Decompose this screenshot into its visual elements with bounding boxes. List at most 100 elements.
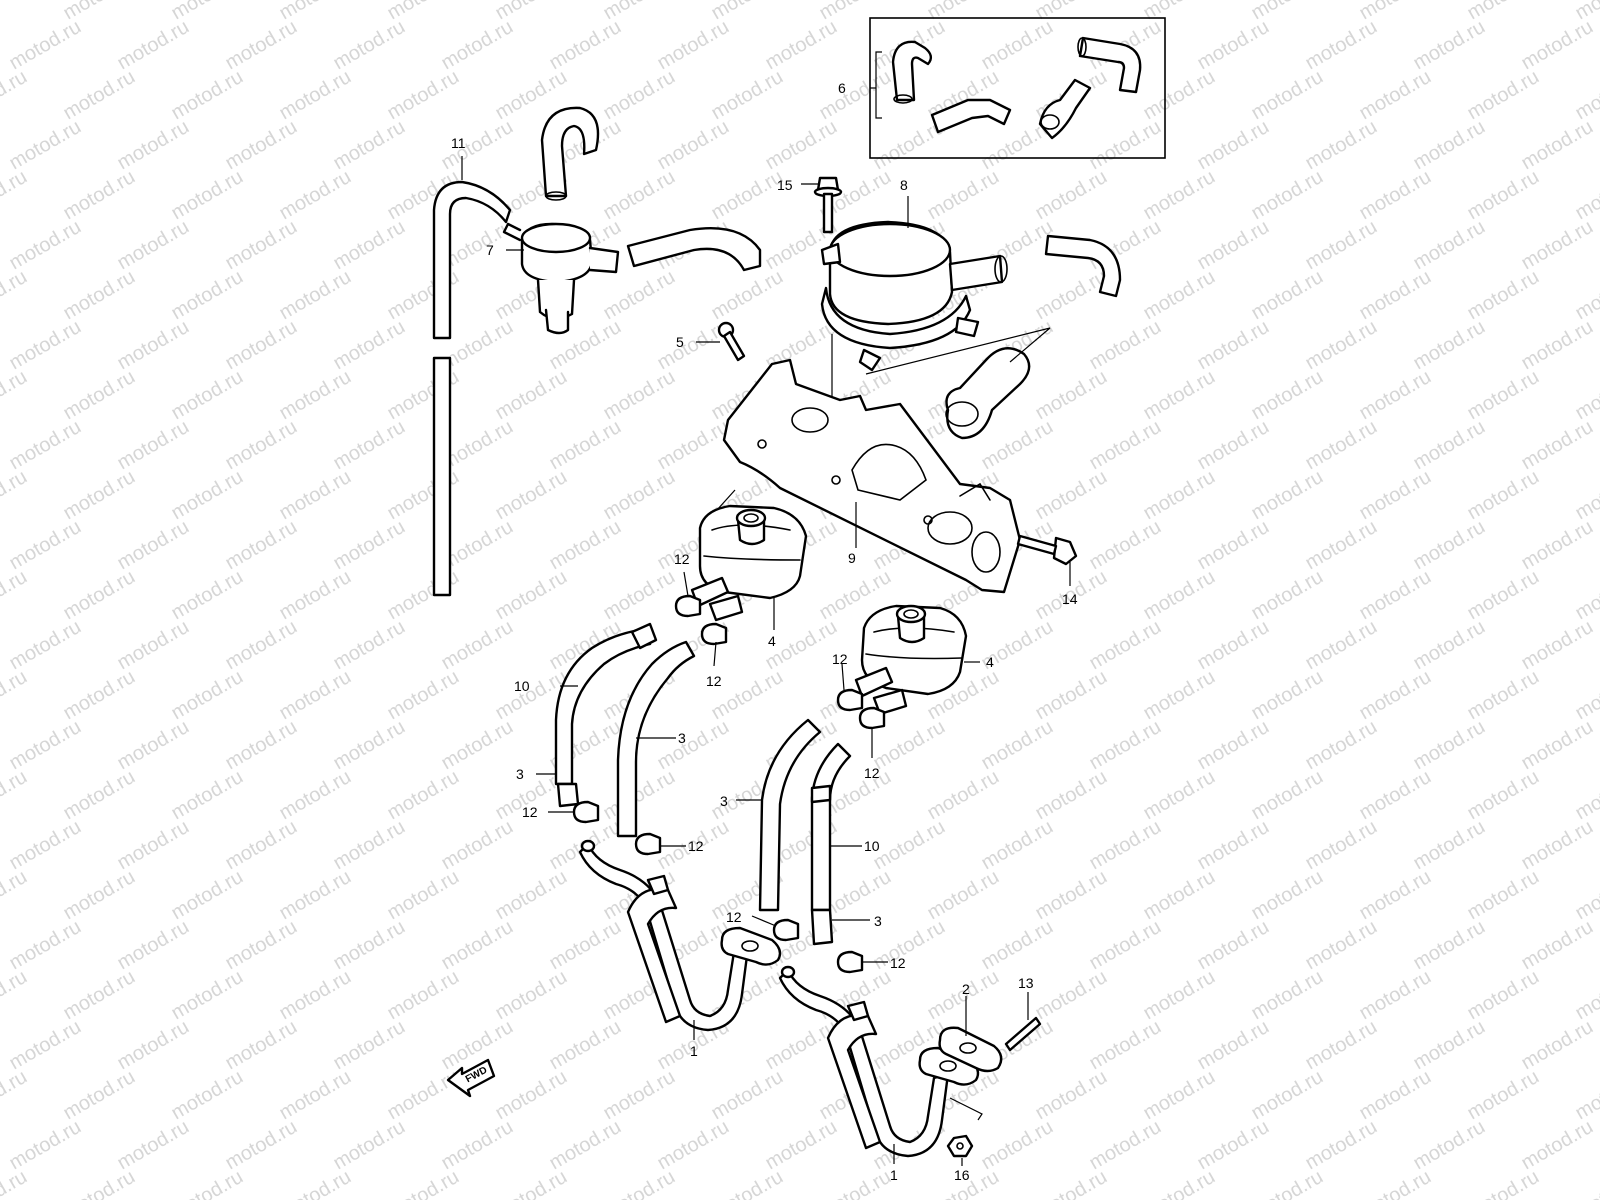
watermark-text: motod.ru [1410,816,1489,875]
watermark-text: motod.ru [6,816,85,875]
watermark-text: motod.ru [708,166,787,225]
watermark-text: motod.ru [546,516,625,575]
watermark-text: motod.ru [492,1166,571,1200]
watermark-text: motod.ru [1140,666,1219,725]
watermark-text: motod.ru [276,266,355,325]
watermark-text: motod.ru [1518,516,1597,575]
watermark-text: motod.ru [60,266,139,325]
watermark-text: motod.ru [222,516,301,575]
bolt-5 [717,321,746,362]
watermark-text: motod.ru [276,566,355,625]
callout-12-b: 12 [706,673,722,689]
callout-16: 16 [954,1167,970,1183]
watermark-text: motod.ru [276,66,355,125]
watermark-text: motod.ru [438,116,517,175]
watermark-text: motod.ru [114,516,193,575]
callout-4-a: 4 [768,633,776,649]
watermark-text: motod.ru [1140,166,1219,225]
watermark-text: motod.ru [0,666,31,725]
watermark-text: motod.ru [222,16,301,75]
watermark-text: motod.ru [492,866,571,925]
watermark-text: motod.ru [330,816,409,875]
watermark-text: motod.ru [114,216,193,275]
watermark-text: motod.ru [6,1116,85,1175]
watermark-text: motod.ru [222,216,301,275]
watermark-text: motod.ru [1248,1066,1327,1125]
callout-7: 7 [486,242,494,258]
watermark-text: motod.ru [6,316,85,375]
watermark-text: motod.ru [1140,866,1219,925]
watermark-text: motod.ru [1464,66,1543,125]
watermark-text: motod.ru [1356,1166,1435,1200]
watermark-text: motod.ru [1140,766,1219,825]
watermark-text: motod.ru [1302,316,1381,375]
callout-3-d: 3 [874,913,882,929]
curved-hose-mid [626,227,762,272]
stud-13 [1004,1016,1042,1052]
watermark-text: motod.ru [1356,466,1435,525]
watermark-text: motod.ru [0,866,31,925]
watermark-text: motod.ru [1140,366,1219,425]
elbow-hose-lower [945,347,1031,440]
watermark-text: motod.ru [1086,116,1165,175]
watermark-text: motod.ru [654,716,733,775]
elbow-hose-right [1044,234,1122,298]
watermark-text: motod.ru [1464,166,1543,225]
hose-set-inset [869,17,1166,159]
watermark-text: motod.ru [1140,966,1219,1025]
watermark-text: motod.ru [1302,116,1381,175]
watermark-text: motod.ru [330,716,409,775]
watermark-text: motod.ru [1518,716,1597,775]
watermark-text: motod.ru [438,16,517,75]
watermark-text: motod.ru [6,516,85,575]
watermark-text: motod.ru [438,616,517,675]
callout-12-e: 12 [522,804,538,820]
callout-9: 9 [848,550,856,566]
watermark-text: motod.ru [1194,816,1273,875]
watermark-text: motod.ru [654,416,733,475]
callout-12-h: 12 [890,955,906,971]
watermark-text: motod.ru [1086,916,1165,975]
watermark-text: motod.ru [330,616,409,675]
watermark-text: motod.ru [60,1166,139,1200]
callout-labels: 6 11 7 15 8 5 9 14 12 12 4 12 4 12 10 3 … [451,80,1078,1183]
callout-12-c: 12 [832,651,848,667]
watermark-text: motod.ru [1032,1166,1111,1200]
watermark-text: motod.ru [1464,966,1543,1025]
watermark-text: motod.ru [168,966,247,1025]
watermark-text: motod.ru [0,166,31,225]
watermark-text: motod.ru [60,766,139,825]
watermark-text: motod.ru [222,1016,301,1075]
watermark-text: motod.ru [600,1166,679,1200]
watermark-text: motod.ru [330,216,409,275]
watermark-text: motod.ru [276,966,355,1025]
watermark-text: motod.ru [60,66,139,125]
watermark-text: motod.ru [1194,516,1273,575]
watermark-text: motod.ru [978,416,1057,475]
bolt-15 [813,176,843,234]
watermark-text: motod.ru [1248,866,1327,925]
watermark-text: motod.ru [0,566,31,625]
watermark-text: motod.ru [438,716,517,775]
watermark-text: motod.ru [6,16,85,75]
watermark-text: motod.ru [1572,566,1600,625]
watermark-text: motod.ru [114,1116,193,1175]
watermark-text: motod.ru [276,366,355,425]
watermark-text: motod.ru [1410,516,1489,575]
watermark-text: motod.ru [1518,1116,1597,1175]
watermark-text: motod.ru [492,366,571,425]
watermark-text: motod.ru [1464,766,1543,825]
watermark-text: motod.ru [438,916,517,975]
watermark-text: motod.ru [438,816,517,875]
watermark-text: motod.ru [1032,666,1111,725]
watermark-text: motod.ru [222,1116,301,1175]
forward-direction-arrow: FWD [446,1058,496,1098]
callout-12-d: 12 [864,765,880,781]
bolt-14 [1016,534,1078,566]
callout-2: 2 [962,981,970,997]
watermark-text: motod.ru [114,616,193,675]
watermark-text: motod.ru [0,966,31,1025]
watermark-text: motod.ru [1194,1116,1273,1175]
watermark-text: motod.ru [6,116,85,175]
watermark-text: motod.ru [1248,566,1327,625]
